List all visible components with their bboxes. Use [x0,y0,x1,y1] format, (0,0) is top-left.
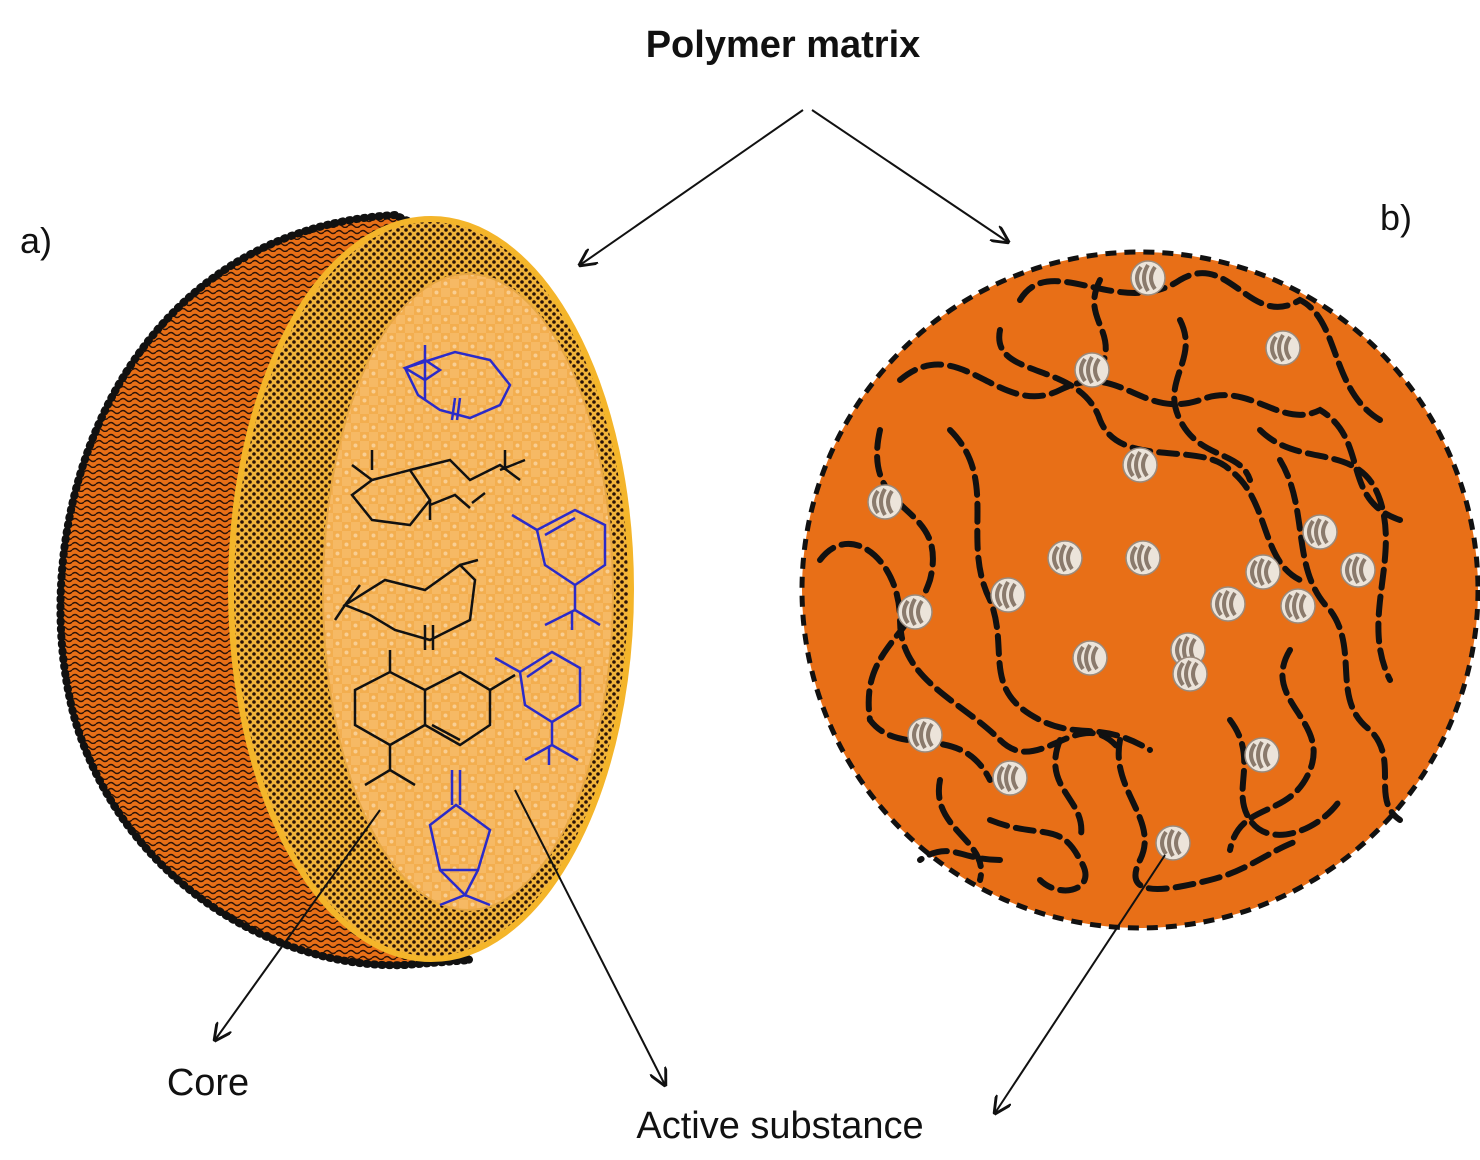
particle [1121,446,1159,484]
particle [1129,259,1167,297]
particle [866,483,904,521]
molecule-elemene-icon [350,450,526,527]
particle [906,716,944,754]
particle [1154,824,1192,862]
title-arrows [580,109,1008,265]
particle [1171,655,1209,693]
molecule-oxide-icon [333,558,479,650]
active-substance-label: Active substance [636,1105,923,1147]
particle [1071,639,1109,677]
particle [1243,736,1281,774]
microsphere-b [799,249,1480,931]
molecule-caryophyllene-icon [402,345,512,421]
panel-b-label: b) [1380,197,1412,238]
core-label: Core [167,1062,249,1104]
particle [991,759,1029,797]
particle [1244,553,1282,591]
panel-b-arrow [995,854,1166,1113]
particle [1339,551,1377,589]
particle [989,576,1027,614]
particle [1046,539,1084,577]
title: Polymer matrix [646,24,921,66]
particle [1279,587,1317,625]
molecule-sabinene-icon [428,770,492,907]
molecule-cadinene-icon [353,650,516,787]
molecule-limonene-2-icon [494,650,582,765]
panel-a-arrows [215,789,665,1085]
particle [1264,329,1302,367]
particle [896,593,934,631]
particle [1073,351,1111,389]
microcapsule-a [56,210,634,970]
panel-a-label: a) [20,220,52,261]
particle [1301,513,1339,551]
particle [1209,585,1247,623]
particle [1124,539,1162,577]
molecule-limonene-icon [511,508,607,630]
